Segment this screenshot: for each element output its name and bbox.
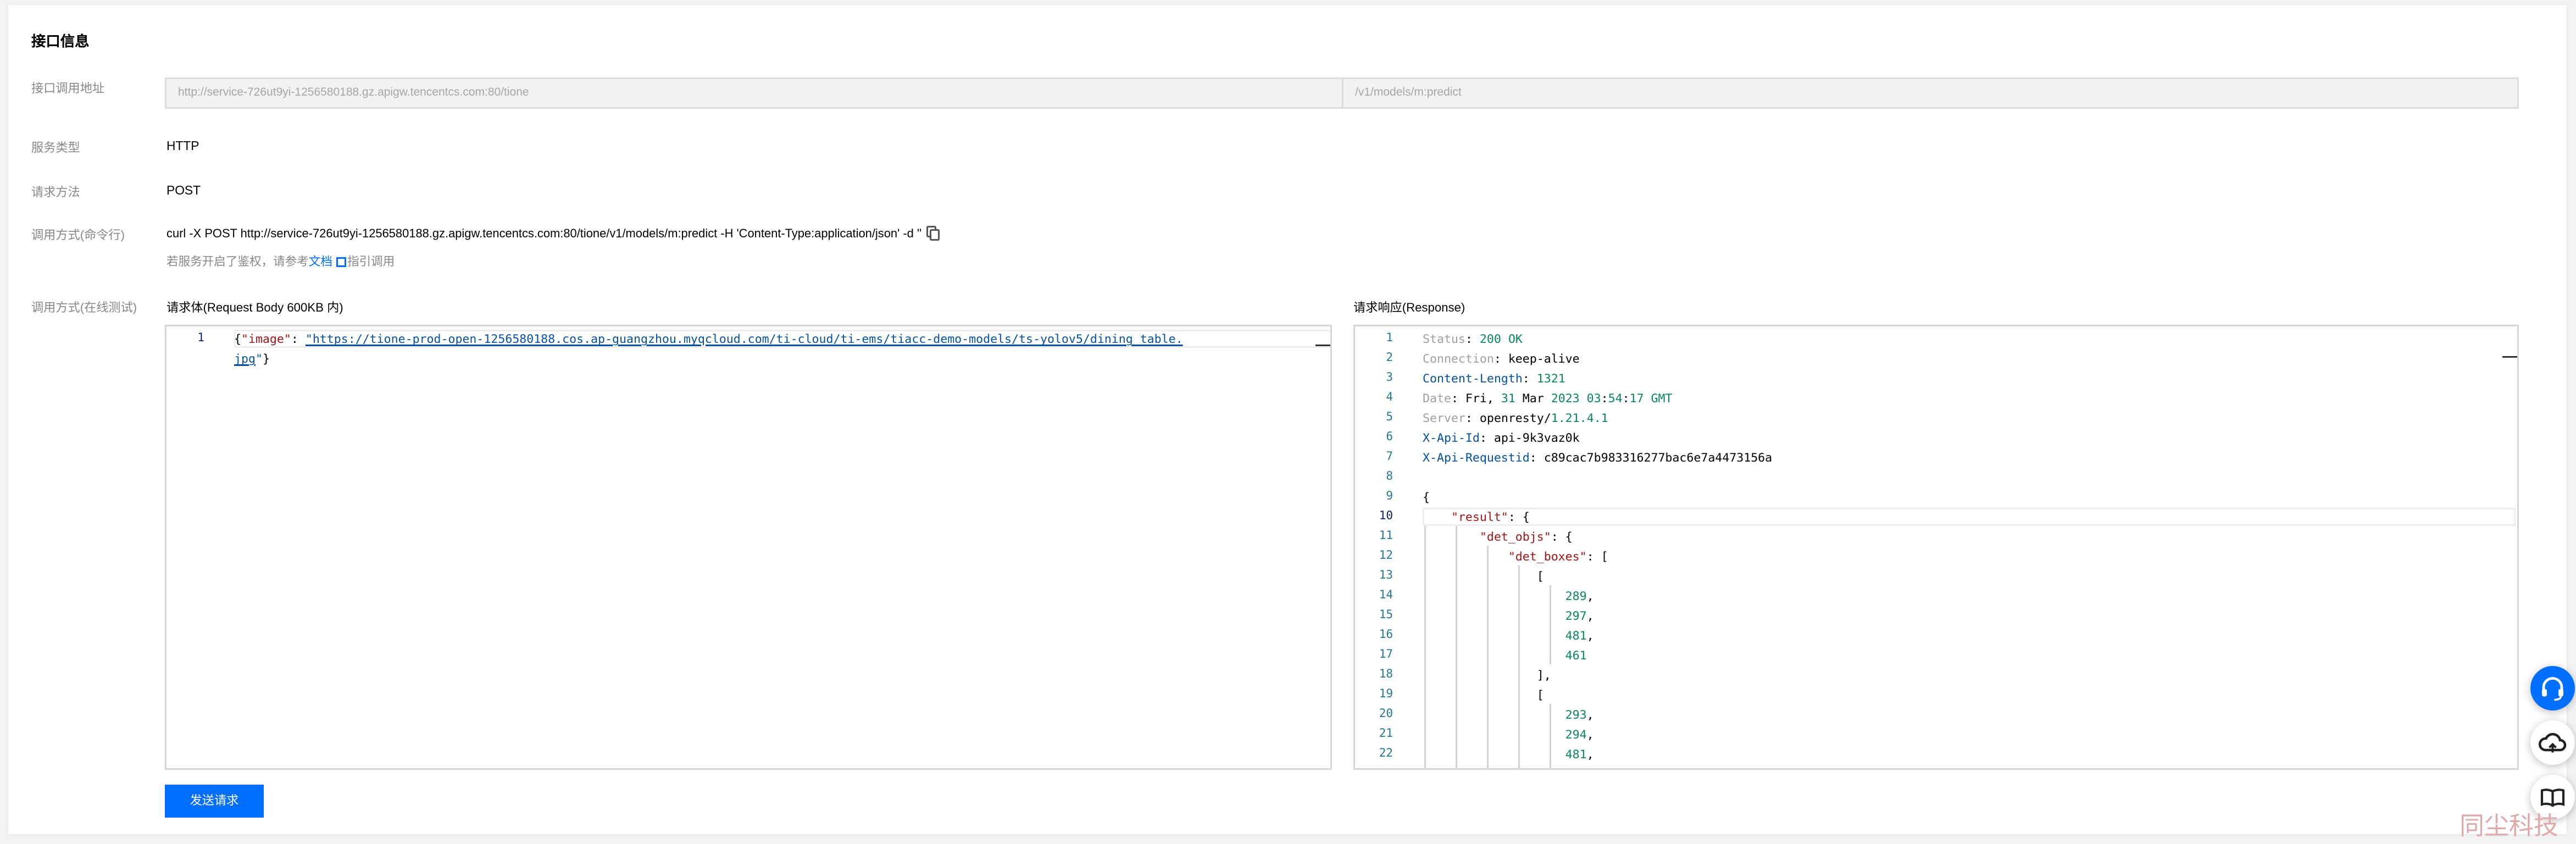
line-number: 14 — [1379, 588, 1393, 602]
cli-label: 调用方式(命令行) — [31, 227, 125, 242]
cloud-upload-icon — [2538, 732, 2567, 753]
cloud-button[interactable] — [2530, 720, 2575, 765]
line-number: 20 — [1379, 707, 1393, 720]
hint-prefix: 若服务开启了鉴权，请参考 — [166, 254, 309, 269]
service-type-label: 服务类型 — [31, 140, 80, 155]
response-line: 461 — [1565, 648, 1587, 663]
copy-icon[interactable] — [926, 226, 940, 241]
response-line: Server: openresty/1.21.4.1 — [1423, 410, 1608, 425]
minimap-marker — [2502, 356, 2517, 358]
response-label: 请求响应(Response) — [1353, 300, 1465, 315]
indent-guide — [1424, 526, 1426, 768]
endpoint-label: 接口调用地址 — [31, 81, 105, 96]
indent-guide — [1550, 585, 1551, 664]
response-line: "det_boxes": [ — [1508, 549, 1608, 564]
response-line: 294, — [1565, 727, 1594, 742]
send-request-button[interactable]: 发送请求 — [165, 785, 264, 818]
method-value: POST — [166, 183, 201, 198]
line-number: 4 — [1386, 391, 1393, 404]
line-number: 11 — [1379, 529, 1393, 542]
auth-hint: 若服务开启了鉴权，请参考文档指引调用 — [166, 254, 395, 270]
line-number: 22 — [1379, 747, 1393, 760]
line-number: 7 — [1386, 450, 1393, 463]
response-line: 293, — [1565, 707, 1594, 722]
line-number: 9 — [1386, 490, 1393, 503]
indent-guide — [1550, 704, 1551, 768]
response-line: Date: Fri, 31 Mar 2023 03:54:17 GMT — [1423, 391, 1673, 406]
endpoint-path-input[interactable]: /v1/models/m:predict — [1342, 77, 2519, 109]
minimap-marker — [1315, 345, 1330, 346]
doc-link[interactable]: 文档 — [308, 254, 332, 269]
code-line-wrap: jpg"} — [234, 351, 270, 366]
response-editor: 1 2 3 4 5 6 7 8 9 10 11 12 13 14 15 16 1… — [1353, 325, 2519, 770]
indent-guide — [1487, 546, 1489, 768]
line-number: 21 — [1379, 727, 1393, 740]
external-link-icon[interactable] — [335, 257, 346, 267]
request-body-editor[interactable]: 1 {"image": "https://tione-prod-open-125… — [165, 325, 1332, 770]
interface-info-card: 接口信息 接口调用地址 http://service-726ut9yi-1256… — [8, 5, 2567, 834]
json-key: "image" — [241, 331, 291, 346]
response-line: X-Api-Requestid: c89cac7b983316277bac6e7… — [1423, 450, 1773, 465]
line-number: 12 — [1379, 549, 1393, 562]
response-line: [ — [1423, 687, 1544, 702]
response-line: Status: 200 OK — [1423, 331, 1523, 346]
response-line: 481, — [1565, 628, 1594, 643]
line-number: 17 — [1379, 648, 1393, 661]
current-line-highlight — [234, 330, 1330, 348]
line-number: 16 — [1379, 628, 1393, 641]
line-number: 15 — [1379, 608, 1393, 621]
service-type-value: HTTP — [166, 138, 199, 153]
endpoint-host-input[interactable]: http://service-726ut9yi-1256580188.gz.ap… — [165, 77, 1343, 109]
line-number: 18 — [1379, 668, 1393, 681]
cli-command-text: curl -X POST http://service-726ut9yi-125… — [166, 226, 922, 241]
response-line: Connection: keep-alive — [1423, 351, 1580, 366]
code-line: {"image": "https://tione-prod-open-12565… — [234, 331, 1183, 346]
response-line: 481, — [1565, 747, 1594, 762]
section-title: 接口信息 — [31, 33, 90, 49]
response-line: ], — [1423, 668, 1551, 682]
support-button[interactable] — [2530, 666, 2575, 710]
method-label: 请求方法 — [31, 185, 80, 199]
docs-button[interactable] — [2530, 775, 2575, 819]
line-number: 13 — [1379, 569, 1393, 582]
line-number: 3 — [1386, 371, 1393, 384]
response-line: Content-Length: 1321 — [1423, 371, 1565, 386]
line-number: 8 — [1386, 470, 1393, 483]
line-number: 19 — [1379, 687, 1393, 701]
response-line: "det_objs": { — [1479, 529, 1573, 544]
cli-command: curl -X POST http://service-726ut9yi-125… — [166, 226, 940, 241]
response-line: X-Api-Id: api-9k3vaz0k — [1423, 430, 1580, 445]
response-line: 289, — [1565, 588, 1594, 603]
line-number: 6 — [1386, 430, 1393, 443]
json-url[interactable]: "https://tione-prod-open-1256580188.cos.… — [305, 331, 1183, 346]
response-line: "result": { — [1451, 509, 1530, 524]
hint-suffix: 指引调用 — [347, 254, 395, 269]
book-icon — [2540, 789, 2565, 807]
indent-guide — [1518, 565, 1520, 768]
line-gutter: 1 — [166, 326, 232, 768]
indent-guide — [1456, 526, 1457, 768]
response-line: 297, — [1565, 608, 1594, 623]
json-url-cont[interactable]: jpg — [234, 351, 256, 366]
current-line-highlight — [1423, 508, 2516, 526]
response-line: { — [1423, 490, 1430, 504]
headset-icon — [2542, 677, 2563, 701]
online-test-label: 调用方式(在线测试) — [31, 300, 137, 315]
line-number: 2 — [1386, 351, 1393, 364]
request-body-label: 请求体(Request Body 600KB 内) — [166, 300, 343, 315]
line-gutter: 1 2 3 4 5 6 7 8 9 10 11 12 13 14 15 16 1… — [1355, 326, 1421, 768]
watermark: 同尘科技 — [2460, 811, 2559, 841]
line-number: 1 — [1386, 331, 1393, 345]
line-number: 1 — [197, 331, 204, 345]
line-number: 5 — [1386, 410, 1393, 424]
response-line: [ — [1423, 569, 1544, 584]
line-number: 10 — [1379, 509, 1393, 523]
